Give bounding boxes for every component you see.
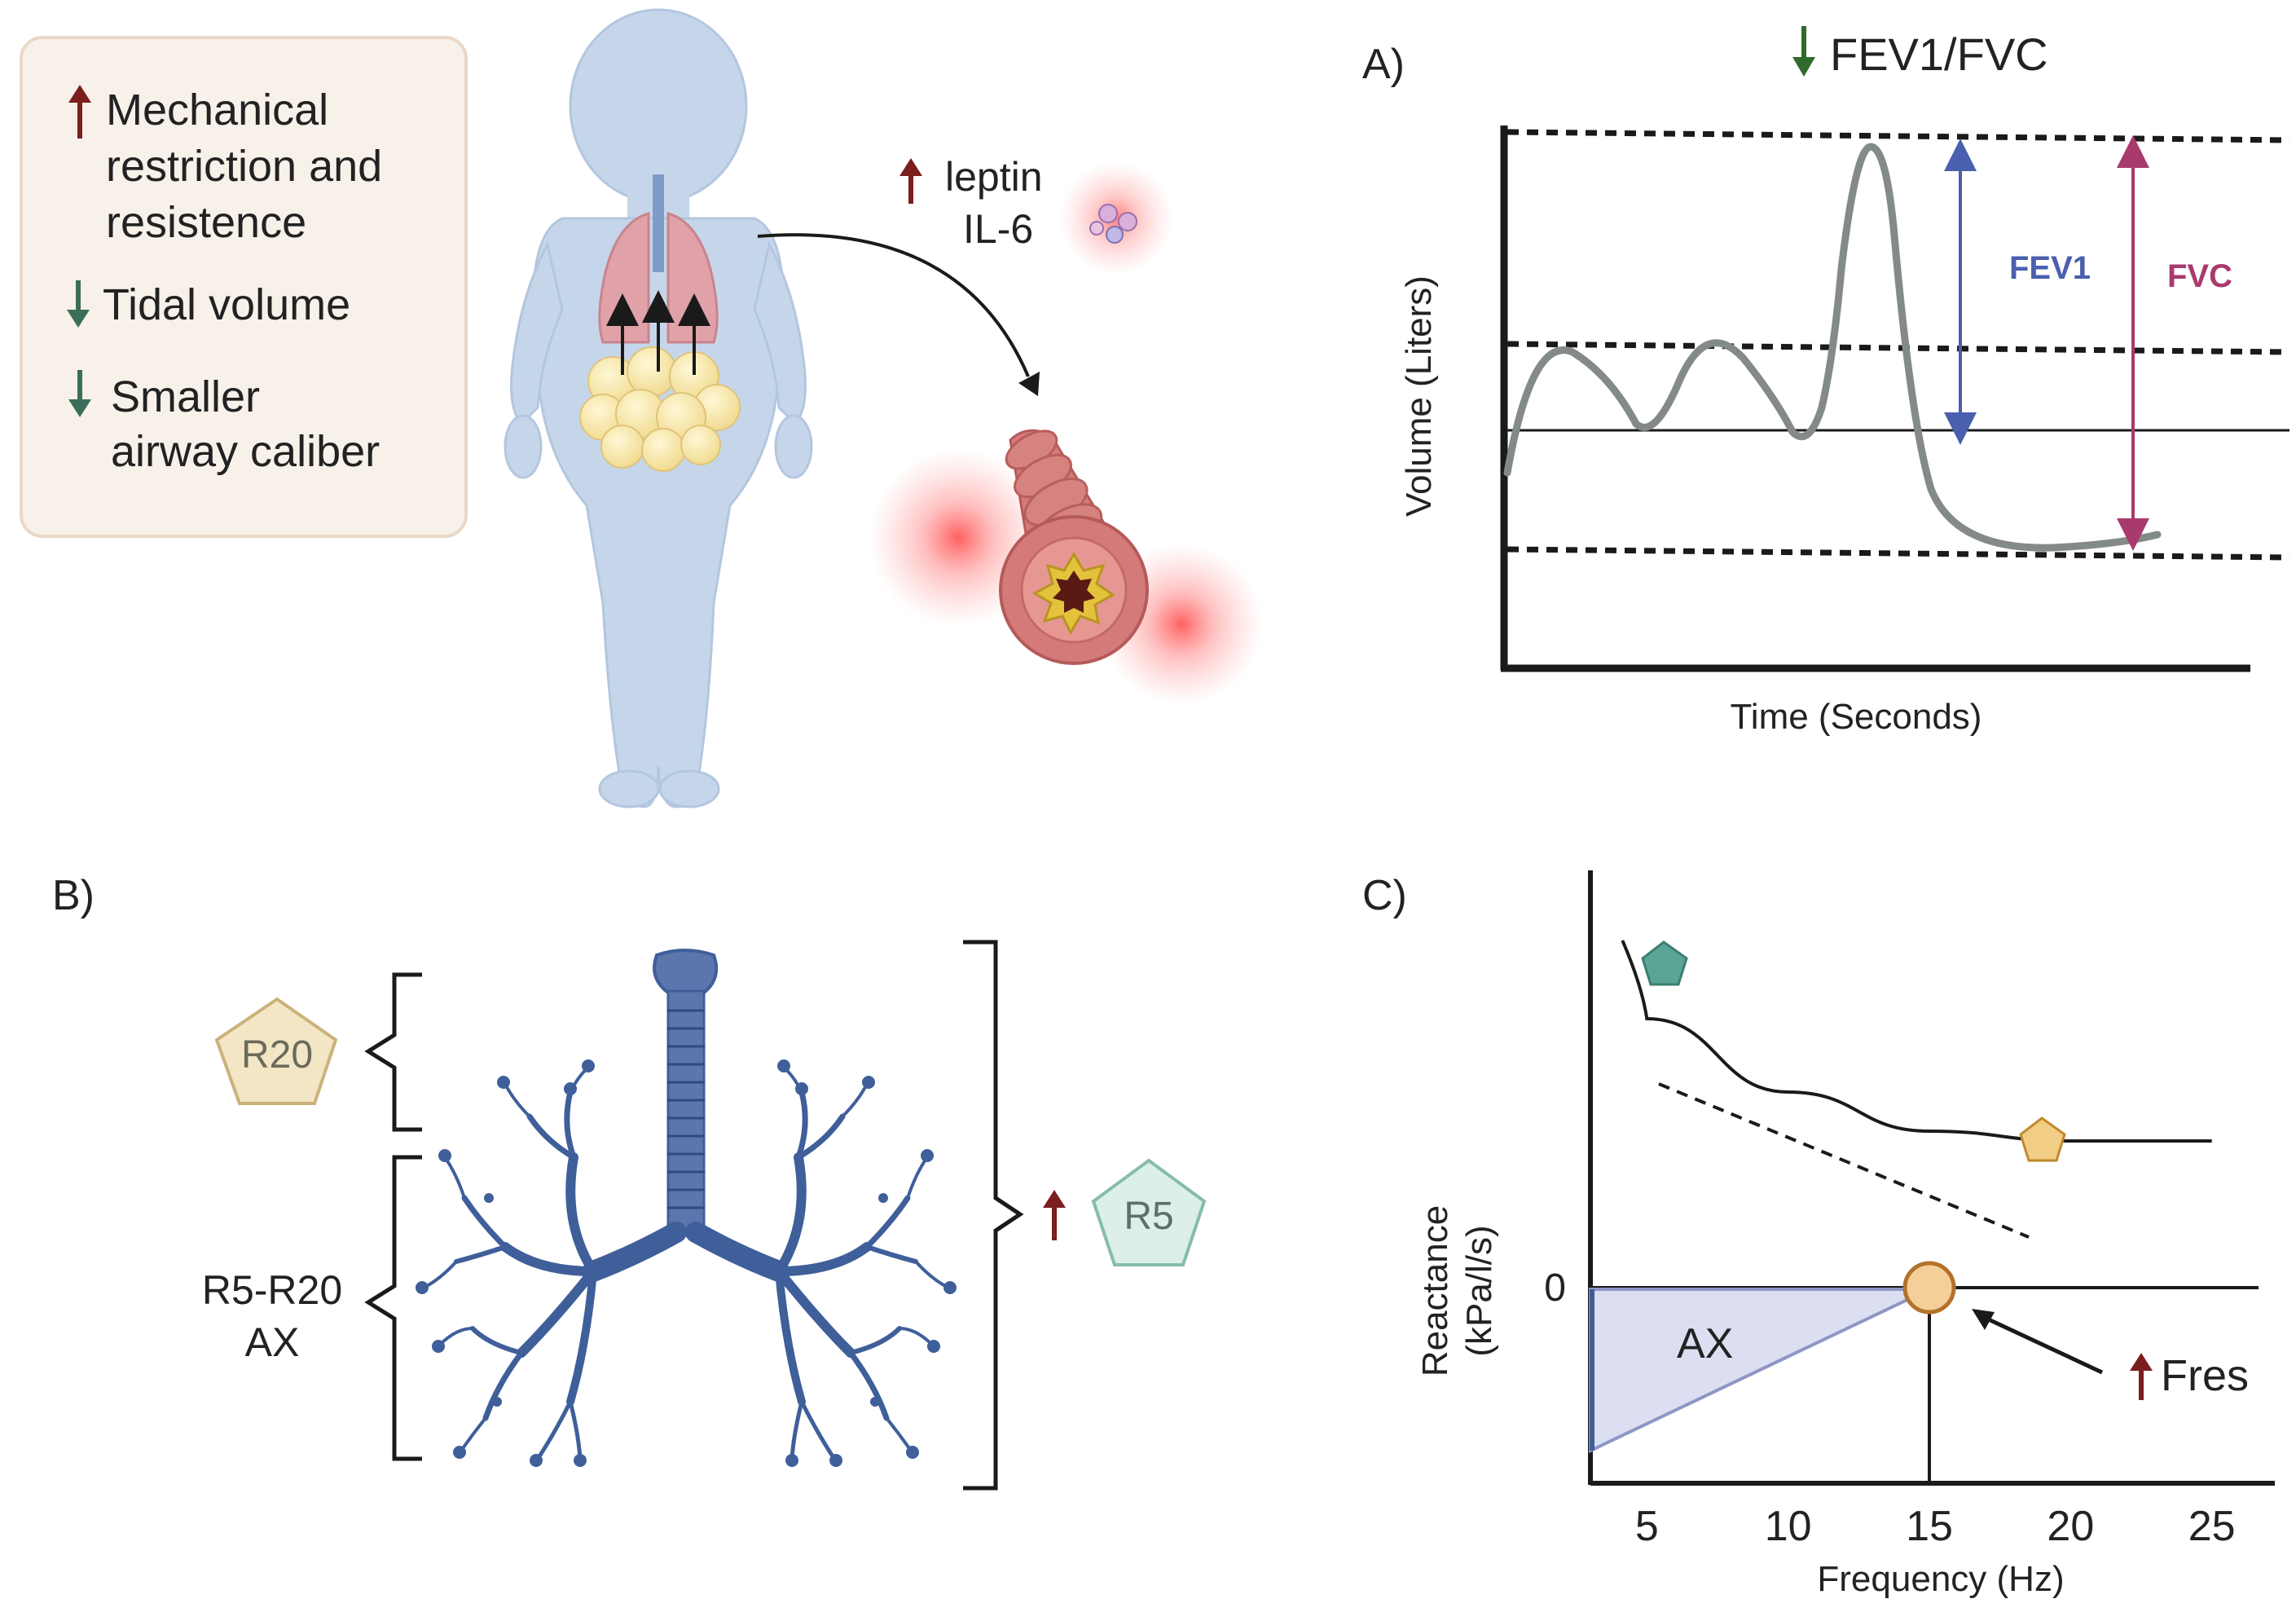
info-item-3-line-2: airway caliber xyxy=(111,427,380,476)
ax-area xyxy=(1589,1288,1930,1454)
info-box: Mechanical restriction and resistence Ti… xyxy=(20,36,468,538)
ax-label-c: AX xyxy=(1677,1320,1733,1368)
y-axis-label-line-2: (kPa/l/s) xyxy=(1459,1225,1499,1356)
r5-r20-brace xyxy=(364,1155,422,1461)
info-item-1-line-1: Mechanical xyxy=(106,86,328,134)
x-tick-label: 15 xyxy=(1906,1503,1953,1550)
r20-brace xyxy=(364,972,422,1132)
up-arrow-icon xyxy=(1043,1190,1066,1240)
x-tick-label: 25 xyxy=(2188,1503,2236,1550)
inflamed-airway-illustration xyxy=(869,429,1263,706)
r20-marker-icon xyxy=(2019,1117,2066,1162)
x-tick-label: 5 xyxy=(1635,1503,1659,1550)
leptin-label: leptin xyxy=(945,154,1043,200)
fres-marker-icon xyxy=(1902,1261,1956,1315)
arrowhead-icon xyxy=(1972,1309,1995,1330)
fres-label: Fres xyxy=(2161,1351,2249,1400)
fat-globules xyxy=(579,346,741,472)
x-tick-label: 10 xyxy=(1765,1503,1812,1550)
x-tick-labels: 5 10 15 20 25 xyxy=(1635,1503,2236,1550)
up-arrow-icon xyxy=(68,85,91,139)
r20-pentagon-icon xyxy=(214,997,338,1105)
down-arrow-icon xyxy=(1792,26,1815,77)
r5-brace xyxy=(963,940,1024,1491)
fvc-label: FVC xyxy=(2167,258,2232,294)
pressure-arrows xyxy=(606,290,710,375)
spirometry-chart: FEV1 FVC Volume (Liters) Time (Seconds) xyxy=(1399,126,2290,737)
tidal-top-line xyxy=(1506,341,2290,355)
dashed-trend-line xyxy=(1658,1082,2030,1239)
curved-arrow xyxy=(757,233,1030,377)
fres-pointer-arrow xyxy=(1978,1313,2104,1375)
arrowhead-icon xyxy=(1018,372,1040,396)
r5-pentagon-icon xyxy=(1091,1158,1207,1266)
info-item-1-line-2: restriction and xyxy=(106,142,382,191)
ax-label-b: AX xyxy=(245,1319,300,1365)
info-item-3-line-1: Smaller xyxy=(111,372,260,421)
r5-label: R5 xyxy=(1124,1195,1173,1238)
bronchial-tree-illustration xyxy=(416,949,957,1467)
up-arrow-icon xyxy=(899,158,922,204)
info-item-1-line-3: resistence xyxy=(106,198,306,247)
x-axis-label: Frequency (Hz) xyxy=(1817,1559,2064,1599)
immune-cells-icon xyxy=(1089,204,1137,244)
y-axis-label-line-1: Reactance xyxy=(1415,1205,1455,1376)
il6-label: IL-6 xyxy=(963,206,1033,252)
down-arrow-icon xyxy=(67,280,90,328)
y-axis-label: Volume (Liters) xyxy=(1399,275,1439,517)
panel-c-label: C) xyxy=(1362,872,1407,919)
zero-tick-label: 0 xyxy=(1544,1266,1566,1310)
reactance-curve xyxy=(1621,940,2212,1143)
max-volume-line xyxy=(1506,129,2290,143)
panel-a-title: FEV1/FVC xyxy=(1830,29,2048,80)
up-arrow-icon xyxy=(2130,1353,2153,1400)
spirometry-trace xyxy=(1503,143,2162,552)
panel-b-label: B) xyxy=(52,872,95,919)
info-item-2-line-1: Tidal volume xyxy=(103,280,350,329)
r5-marker-icon xyxy=(1641,940,1688,986)
r20-label: R20 xyxy=(241,1033,313,1077)
residual-line xyxy=(1506,546,2290,561)
child-body-illustration xyxy=(504,8,813,808)
x-tick-label: 20 xyxy=(2047,1503,2094,1550)
down-arrow-icon xyxy=(68,370,91,417)
fev1-label: FEV1 xyxy=(2009,250,2091,286)
x-axis-label: Time (Seconds) xyxy=(1731,697,1982,737)
panel-a-label: A) xyxy=(1362,41,1405,88)
r5-r20-label: R5-R20 xyxy=(202,1267,342,1313)
